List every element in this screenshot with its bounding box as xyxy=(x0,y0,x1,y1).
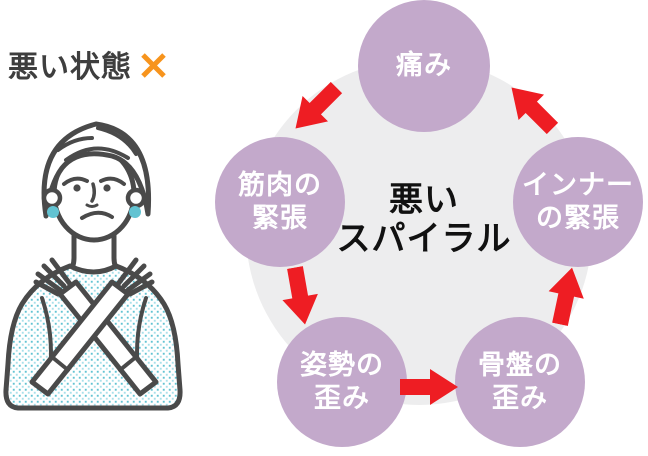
node-posture-distortion-label: 姿勢の xyxy=(300,349,384,380)
hand-left xyxy=(33,257,73,297)
arrow-muscle-to-posture-icon xyxy=(277,264,323,327)
earring-right xyxy=(129,206,141,218)
node-muscle-tension: 筋肉の 緊張 xyxy=(215,137,345,267)
node-posture-distortion-label-2: 歪み xyxy=(314,383,370,413)
arrow-inner-to-pain-icon xyxy=(499,75,565,141)
node-posture-distortion: 姿勢の 歪み xyxy=(277,317,407,447)
arrow-pain-to-muscle-icon xyxy=(283,75,349,141)
woman-crossing-arms-illustration xyxy=(3,121,183,411)
node-inner-tension: インナー の緊張 xyxy=(513,137,643,267)
ear-right xyxy=(125,187,147,209)
spiral-center-title-line1: 悪い xyxy=(389,181,459,219)
node-pelvis-distortion-label: 骨盤の xyxy=(478,349,562,380)
nose-base xyxy=(85,203,99,208)
node-inner-tension-label: インナー xyxy=(522,169,634,200)
node-inner-tension-label-2: の緊張 xyxy=(536,203,620,233)
eyebrow-left xyxy=(62,176,89,186)
arrow-pelvis-to-inner-icon xyxy=(542,264,589,328)
eyebrow-right xyxy=(99,176,126,186)
node-pain: 痛み xyxy=(358,0,490,132)
eye-left xyxy=(73,184,81,192)
node-pain-label: 痛み xyxy=(396,50,452,81)
hair-strand-2 xyxy=(96,126,138,156)
hand-right xyxy=(115,257,155,297)
node-muscle-tension-label: 筋肉の xyxy=(238,169,322,200)
earring-left xyxy=(47,206,59,218)
nose xyxy=(90,182,97,203)
node-pelvis-distortion-label-2: 歪み xyxy=(492,383,548,413)
batsu-cross-icon xyxy=(141,52,166,78)
arrow-posture-to-pelvis-icon xyxy=(400,369,458,405)
node-pelvis-distortion: 骨盤の 歪み xyxy=(455,317,585,447)
cuff-left xyxy=(50,355,70,372)
ear-left xyxy=(41,187,63,209)
spiral-center-title-line2: スパイラル xyxy=(336,220,512,259)
cuff-right xyxy=(118,355,138,372)
node-muscle-tension-label-2: 緊張 xyxy=(252,203,308,233)
spiral-center-title: 悪い スパイラル xyxy=(324,181,524,260)
hair-strand-3 xyxy=(56,136,94,152)
mouth xyxy=(80,210,114,220)
page-title: 悪い状態 xyxy=(8,51,132,84)
header: 悪い状態 xyxy=(8,42,167,86)
eye-right xyxy=(103,184,111,192)
hair-strand-1 xyxy=(64,146,130,162)
hair xyxy=(41,121,152,219)
